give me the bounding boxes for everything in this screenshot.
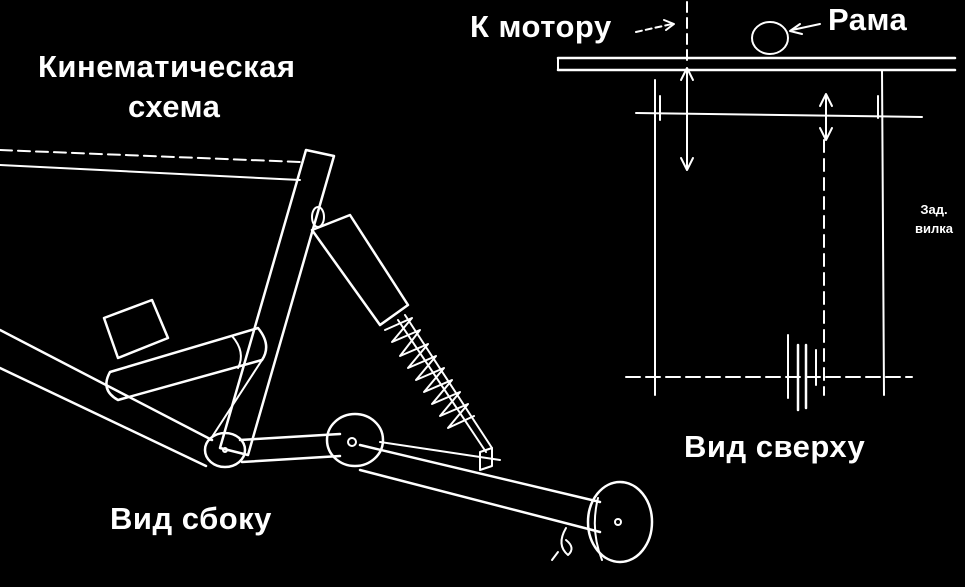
travel-arrow-left-head-up (680, 67, 694, 81)
rocker-center (347, 437, 357, 447)
frame-label: Рама (828, 2, 908, 37)
fork-right-outer (881, 69, 885, 396)
engine-block (102, 298, 170, 360)
frame-post (218, 148, 336, 457)
lower-frame-tube-bottom (0, 366, 208, 468)
engine-cylinder (105, 326, 268, 402)
link-rod-bottom (240, 454, 342, 464)
kinematic-title-line2: схема (128, 89, 221, 124)
link-rod-top (238, 432, 342, 442)
cross-bar (635, 112, 923, 118)
swingarm-pivot (203, 431, 247, 469)
rear-fork-label-line2: вилка (915, 221, 953, 236)
rear-axle-drum (586, 480, 654, 564)
rear-axle-center (614, 518, 622, 526)
rear-fork-label-line1: Зад. (920, 202, 948, 217)
swingarm-top (358, 443, 602, 504)
travel-arrow-center-head-up (819, 93, 833, 107)
rear-axle-drum-side (593, 497, 603, 561)
travel-arrow-left-head-down (680, 157, 694, 171)
frame-oval (751, 21, 789, 55)
diagonal-brace (209, 359, 263, 441)
to-motor-arrow-head (663, 19, 675, 31)
kinematic-title-line1: Кинематическая (38, 49, 296, 84)
shock-body (310, 213, 410, 327)
upper-frame-rail (0, 164, 301, 181)
top-view-label: Вид сверху (684, 429, 866, 464)
chain-hook (560, 527, 573, 556)
swingarm-bottom (358, 468, 602, 534)
swingarm-pivot-center (222, 447, 228, 453)
to-motor-arrow (635, 23, 673, 33)
side-view-drawing (0, 148, 654, 564)
side-view-label: Вид сбоку (110, 501, 272, 536)
travel-arrow-center-head-down (819, 127, 833, 141)
frame-arrow-head (789, 23, 803, 35)
chain-hook-tail (551, 551, 559, 561)
top-view-drawing (556, 1, 957, 412)
to-motor-label: К мотору (470, 9, 612, 44)
rocker-wheel (325, 412, 385, 468)
upper-frame-rail-dashed (0, 149, 301, 163)
frame-arrow (791, 23, 821, 31)
shock-top-mount (311, 206, 325, 228)
engine-cylinder-cap (231, 335, 242, 369)
shock-rod (397, 319, 487, 453)
shock-spring (384, 317, 475, 429)
shock-lower-mount (479, 447, 493, 471)
